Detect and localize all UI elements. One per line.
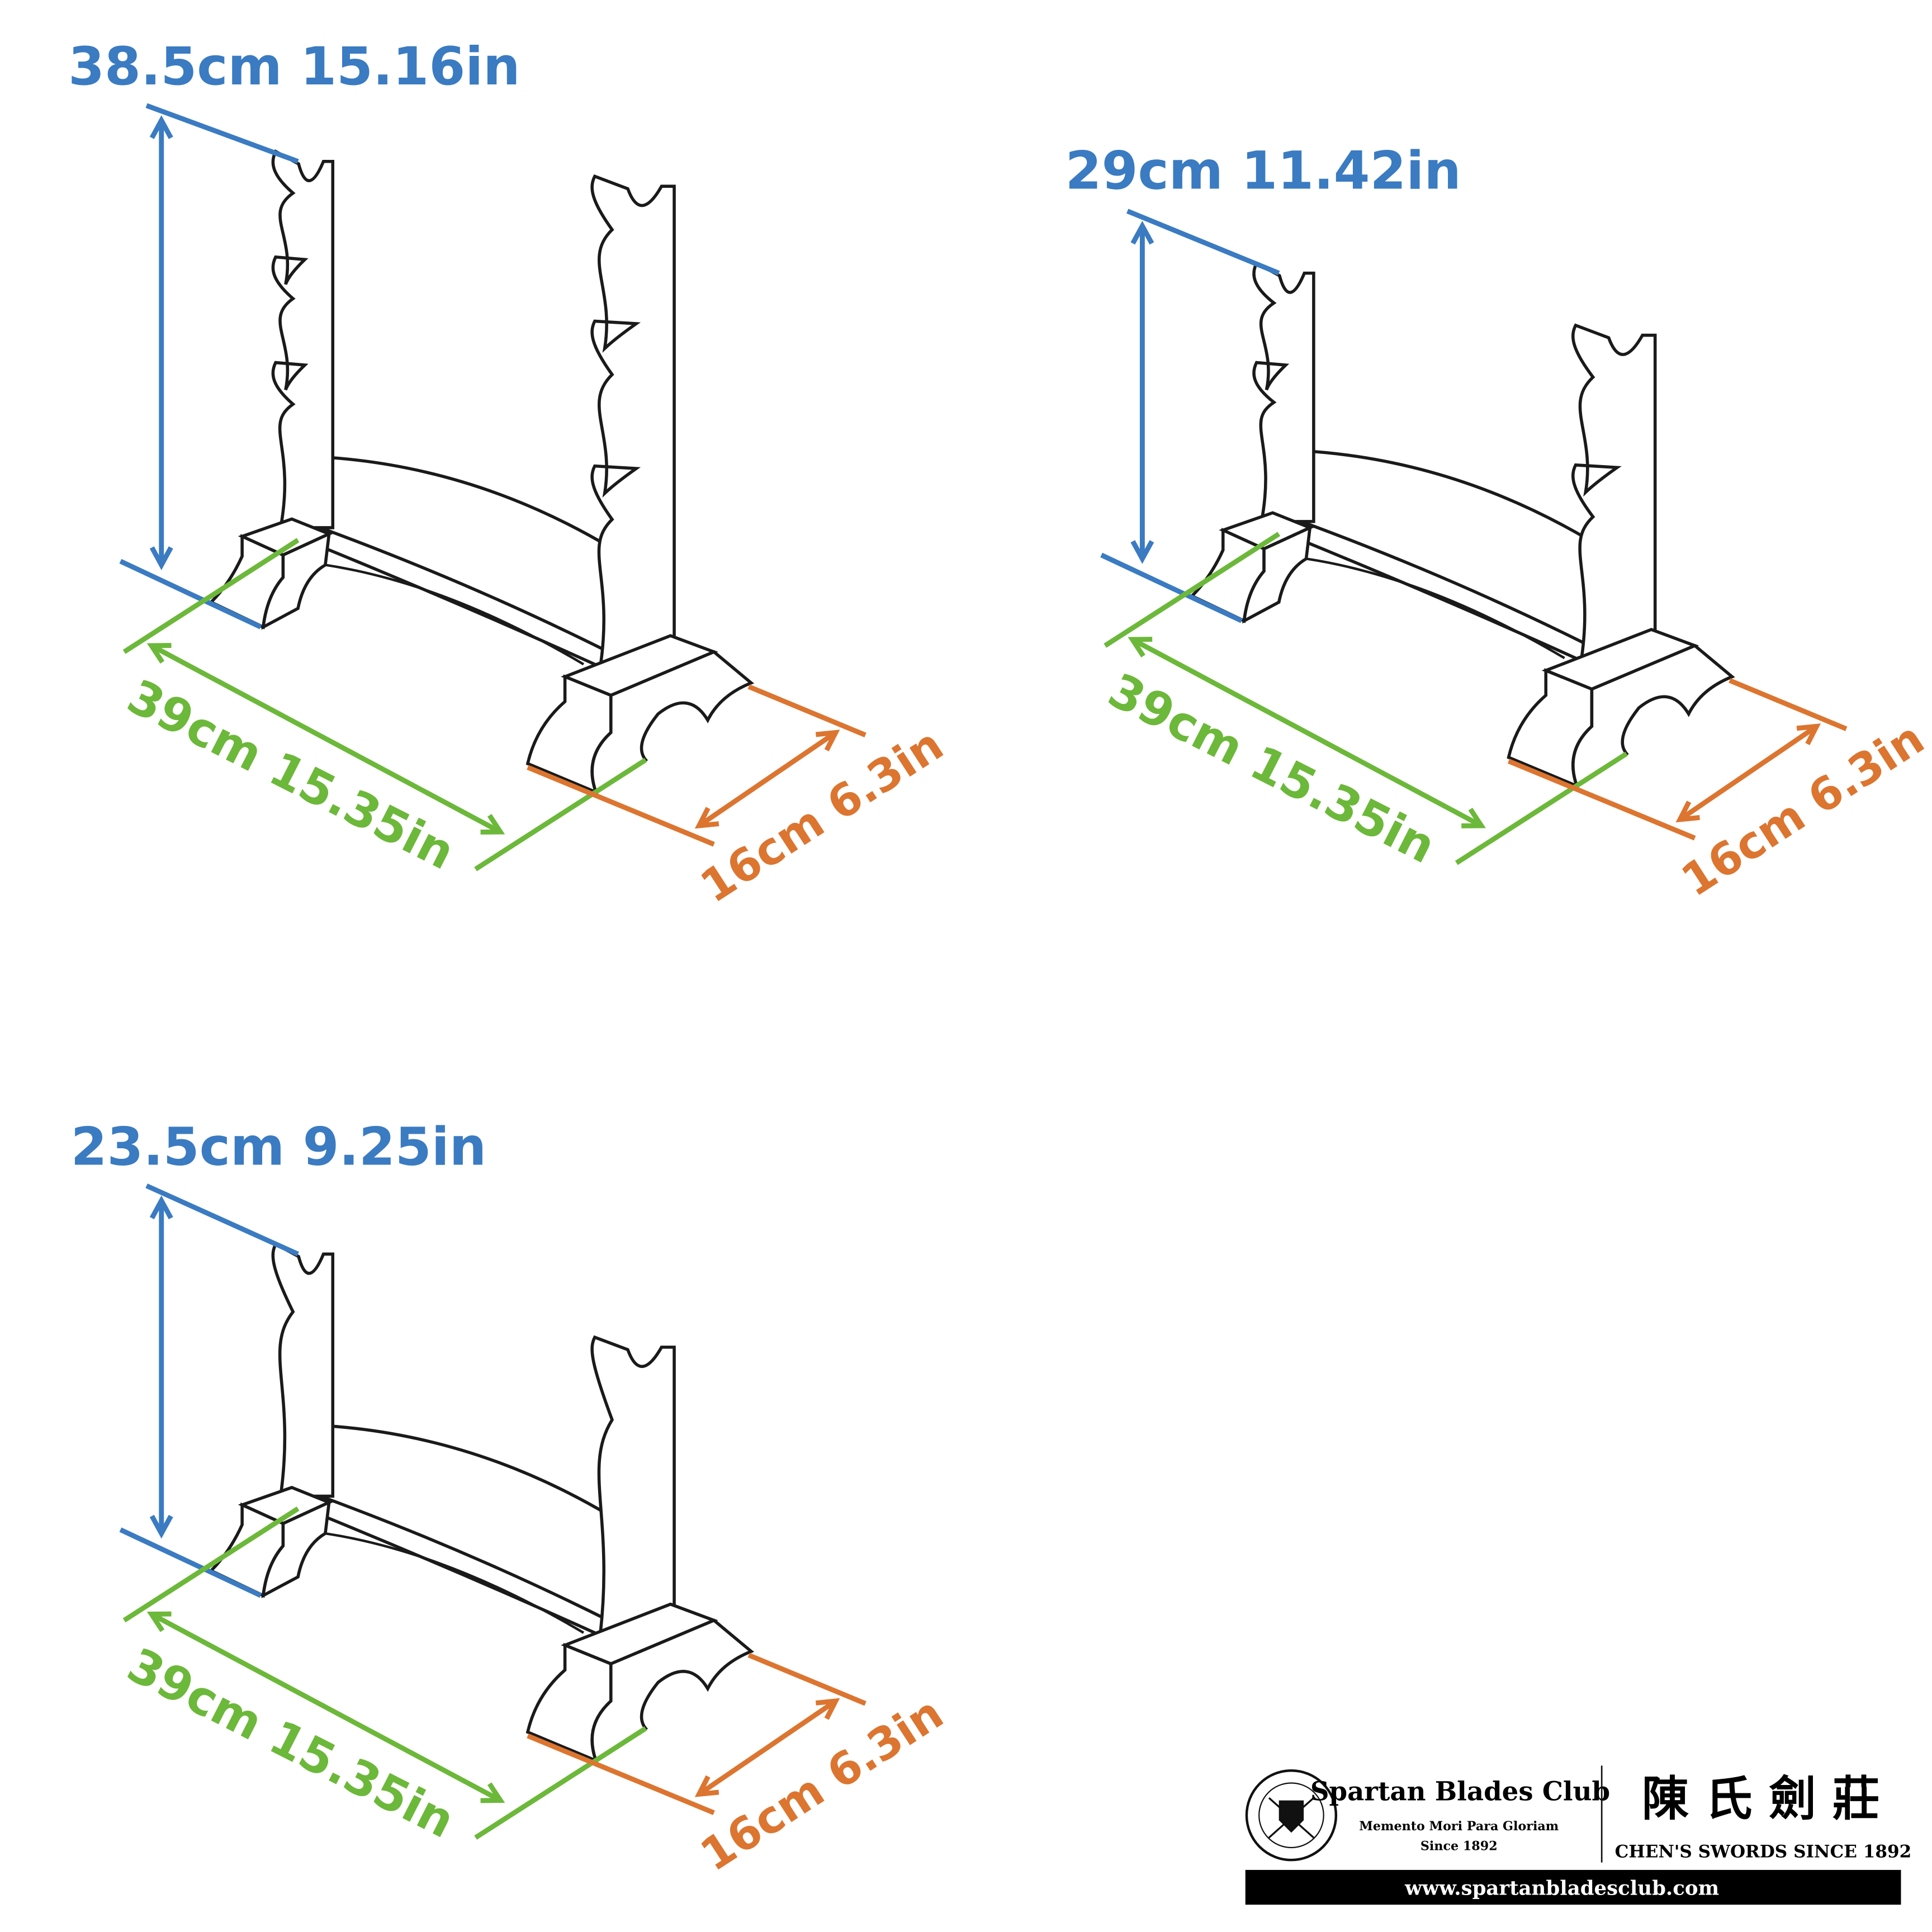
rack-beam-lower — [319, 527, 609, 672]
arrowhead-icon — [149, 1195, 173, 1220]
length-extension-left — [122, 538, 300, 654]
right-post — [1571, 323, 1657, 666]
rack-beam-lower — [1299, 521, 1590, 666]
left-post — [271, 149, 335, 529]
length-extension-left — [122, 1506, 300, 1623]
left-foot-side — [261, 531, 331, 630]
left-foot-side — [261, 1499, 331, 1599]
arrowhead-icon — [815, 1698, 840, 1720]
brand-name: Spartan Blades Club — [1310, 1776, 1610, 1807]
arrowhead-icon — [1796, 723, 1821, 745]
depth-extension-front — [1507, 759, 1696, 841]
sword-rack-1 — [119, 103, 866, 872]
height-label-3: 23.5cm 9.25in — [71, 1116, 487, 1177]
length-arrow — [1131, 637, 1483, 828]
depth-label-2: 16cm 6.3in — [1672, 712, 1932, 907]
length-arrow — [150, 1612, 502, 1803]
right-foot-side — [590, 1618, 755, 1763]
length-arrow — [150, 643, 502, 835]
chinese-brand-name: 陳 氏 劍 莊 — [1642, 1771, 1880, 1826]
arrowhead-icon — [1461, 807, 1486, 828]
arrowhead-icon — [480, 1782, 505, 1803]
length-label-3: 39cm 15.35in — [119, 1637, 463, 1849]
depth-label-1: 16cm 6.3in — [692, 718, 952, 913]
length-extension-right — [474, 1726, 647, 1840]
rack-beam-arch — [325, 1532, 585, 1634]
depth-arrow — [697, 1699, 837, 1797]
sword-rack-2 — [1100, 209, 1848, 865]
height-label-1: 38.5cm 15.16in — [68, 36, 520, 97]
right-foot-side — [1571, 643, 1735, 789]
length-extension-right — [474, 757, 647, 872]
arrowhead-icon — [694, 807, 719, 829]
height-extension-top — [145, 103, 299, 164]
height-extension-top — [1126, 209, 1280, 276]
arrowhead-icon — [1130, 220, 1154, 245]
arrowhead-icon — [1130, 540, 1154, 564]
arrowhead-icon — [146, 1611, 172, 1632]
left-post — [271, 1242, 335, 1498]
length-extension-left — [1104, 532, 1281, 648]
depth-extension-back — [747, 684, 866, 737]
rack-beam — [319, 455, 610, 655]
brand-motto: Memento Mori Para Gloriam — [1359, 1819, 1559, 1834]
arrowhead-icon — [149, 115, 173, 139]
height-extension-bottom — [1100, 552, 1243, 623]
rack-label-group-1: 38.5cm 15.16in 39cm 15.35in 16cm 6.3in — [68, 36, 952, 913]
rack-beam-lower — [319, 1496, 609, 1641]
url-bar — [1245, 1869, 1901, 1905]
arrowhead-icon — [146, 643, 172, 664]
depth-arrow — [697, 730, 837, 828]
right-post — [590, 174, 676, 673]
arrowhead-icon — [694, 1775, 719, 1797]
depth-extension-front — [527, 1733, 715, 1815]
height-label-2: 29cm 11.42in — [1066, 140, 1461, 201]
depth-arrow — [1678, 724, 1818, 822]
depth-extension-back — [747, 1652, 866, 1706]
height-extension-top — [145, 1183, 299, 1257]
sword-rack-3 — [119, 1183, 866, 1840]
rack-beam-arch — [325, 564, 585, 666]
left-foot-side — [1242, 525, 1312, 624]
brand-logo: Spartan Blades Club Memento Mori Para Gl… — [1245, 1765, 1912, 1905]
chinese-brand-subtitle: CHEN'S SWORDS SINCE 1892 — [1615, 1842, 1912, 1862]
seal-emblem — [1245, 1769, 1338, 1862]
right-post — [590, 1335, 676, 1641]
left-post — [1252, 261, 1315, 523]
rack-beam — [319, 1423, 610, 1623]
arrowhead-icon — [149, 1514, 173, 1539]
right-foot-side — [590, 650, 755, 795]
website-url: www.spartanbladesclub.com — [1404, 1877, 1719, 1900]
rack-beam-arch — [1306, 557, 1565, 660]
arrowhead-icon — [480, 813, 505, 835]
arrowhead-icon — [1675, 801, 1700, 823]
depth-label-3: 16cm 6.3in — [692, 1687, 952, 1881]
depth-extension-front — [527, 765, 715, 847]
length-label-2: 39cm 15.35in — [1100, 662, 1444, 874]
rack-beam — [1299, 449, 1591, 648]
depth-extension-back — [1729, 678, 1848, 731]
length-label-1: 39cm 15.35in — [119, 669, 463, 880]
arrowhead-icon — [815, 730, 840, 752]
length-extension-right — [1455, 751, 1628, 865]
arrowhead-icon — [1128, 637, 1153, 658]
height-extension-bottom — [119, 1527, 262, 1598]
arrowhead-icon — [149, 546, 173, 570]
brand-since: Since 1892 — [1420, 1839, 1498, 1853]
height-extension-bottom — [119, 558, 262, 629]
